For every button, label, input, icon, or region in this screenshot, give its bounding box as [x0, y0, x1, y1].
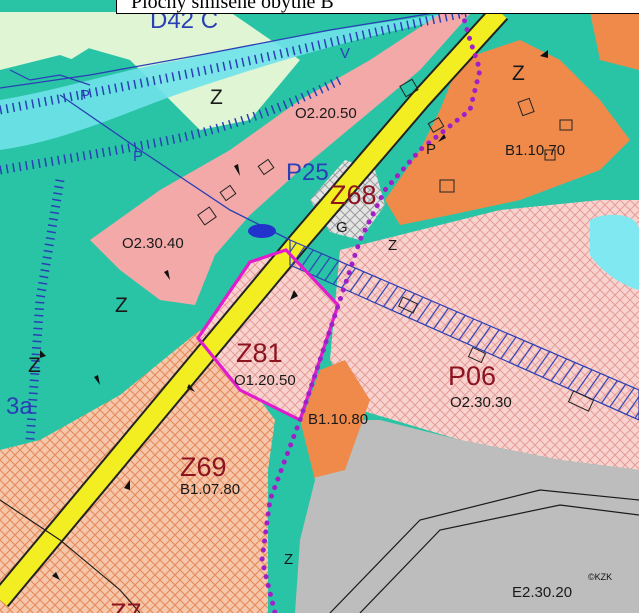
label-copyright: ©KZK: [588, 572, 612, 582]
label-o2-30-30: O2.30.30: [450, 394, 512, 411]
label-b1-10-70: B1.10.70: [505, 142, 565, 159]
label-z-right: Z: [512, 62, 525, 85]
label-p-left2: P: [133, 148, 143, 165]
label-o2-30-40: O2.30.40: [122, 235, 184, 252]
label-z-bottom: Z: [284, 551, 293, 568]
area-z81-hatched: [198, 250, 338, 420]
area-z69-hatched: [0, 330, 275, 613]
pond-right: [590, 214, 639, 290]
label-p25: P25: [286, 159, 329, 186]
water-symbol: [248, 224, 276, 238]
area-green-left-lower: [0, 280, 190, 450]
corridor-blue-left-2: [0, 75, 343, 175]
corridor-blue-left: [0, 7, 471, 115]
label-z7x: Z7: [110, 598, 142, 613]
markers: [40, 50, 548, 580]
label-p-left1: P: [80, 87, 90, 104]
stream-band: [0, 12, 480, 150]
label-3a: 3a: [6, 393, 33, 420]
label-z81: Z81: [236, 338, 283, 368]
corridor-blue-vert: [25, 179, 65, 441]
label-g: G: [336, 219, 348, 236]
label-o2-20-50: O2.20.50: [295, 105, 357, 122]
area-orange-top-right: [385, 40, 630, 225]
label-p06: P06: [448, 361, 496, 391]
label-z-mid: Z: [388, 237, 397, 254]
road-main-fill: [0, 5, 507, 606]
legend-header: Plochy smíšené obytné B: [116, 0, 639, 14]
line-road-gray-1: [329, 489, 639, 613]
label-z69: Z69: [180, 452, 227, 482]
area-orange-corner: [590, 12, 639, 70]
label-b1-07-80: B1.07.80: [180, 481, 240, 498]
area-salmon-residential: [90, 14, 470, 305]
label-z-left: Z: [115, 294, 128, 317]
label-v: V: [340, 45, 350, 62]
buildings: [197, 78, 595, 412]
legend-header-text: Plochy smíšené obytné B: [131, 0, 334, 13]
label-z68: Z68: [330, 180, 377, 210]
area-green-corridor: [268, 420, 315, 613]
label-p-small: P: [426, 141, 436, 158]
area-b1-10-80: [298, 360, 370, 480]
line-blue-1: [0, 11, 441, 89]
label-e2-30-20: E2.30.20: [512, 584, 572, 601]
label-z-top: Z: [210, 86, 223, 109]
label-b1-10-80: B1.10.80: [308, 411, 368, 428]
line-blue-3: [9, 69, 91, 86]
label-o1-20-50: O1.20.50: [234, 372, 296, 389]
line-road-gray-2: [359, 504, 639, 613]
line-road-gray-3: [0, 499, 141, 613]
corridor-blue-hatched: [289, 239, 639, 421]
label-z-left2: Z: [28, 354, 41, 377]
area-light-green-strip: [0, 30, 110, 70]
